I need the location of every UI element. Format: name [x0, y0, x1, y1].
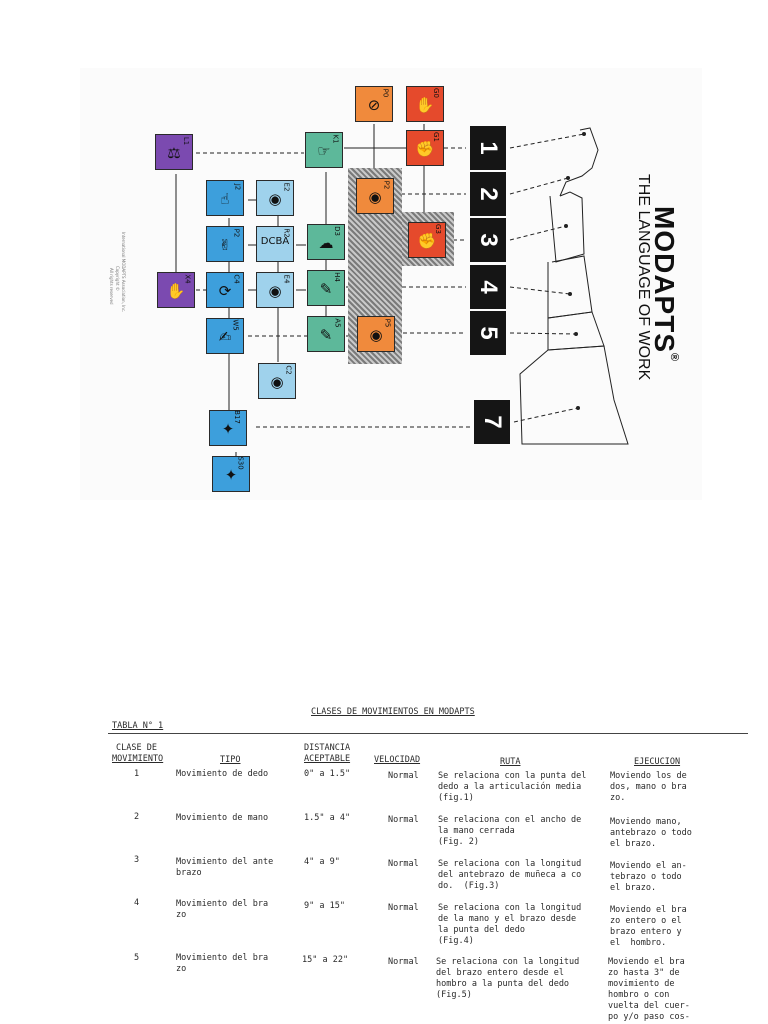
grasp-icon: ✊	[415, 140, 435, 158]
table-cell-ruta: Se relaciona con el ancho de la mano cer…	[438, 815, 582, 847]
table-cell-distancia: 0" a 1.5"	[304, 769, 351, 779]
table-cell-tipo: Movimiento de mano	[176, 813, 269, 823]
table-cell-distancia: 4" a 9"	[304, 857, 340, 867]
tile-W5: W5✍	[206, 318, 244, 354]
grasp-icon: ✊	[417, 232, 437, 250]
col-header-clase-2: MOVIMIENTO	[112, 754, 164, 764]
col-header-clase: CLASE DE	[116, 743, 157, 753]
decide-icon: ☁	[318, 234, 334, 252]
col-header-ejecucion: EJECUCION	[634, 757, 681, 767]
table-cell-tipo: Movimiento del bra zo	[176, 899, 269, 920]
tile-K1: K1☞	[305, 132, 343, 168]
table-cell-ejecucion: Moviendo el an- tebrazo o todo el brazo.	[610, 861, 687, 893]
tile-C4: C4⟳	[206, 272, 244, 308]
table-cell-velocidad: Normal	[388, 859, 419, 869]
tile-P5: P5◉	[357, 316, 395, 352]
tile-X4: X4✋	[157, 272, 195, 308]
table-cell-clase: 2	[134, 812, 140, 822]
table-cell-clase: 3	[134, 855, 140, 865]
col-header-ruta: RUTA	[500, 757, 521, 767]
grasp-icon: ✋	[415, 96, 435, 114]
table-cell-velocidad: Normal	[388, 957, 419, 967]
table-heading: CLASES DE MOVIMIENTOS EN MODAPTS	[311, 707, 475, 717]
tile-G0: G0✋	[406, 86, 444, 122]
table-cell-distancia: 15" a 22"	[302, 955, 349, 965]
tile-E4: E4◉	[256, 272, 294, 308]
tile-H4: H4✎	[307, 270, 345, 306]
weight-icon: ⚖	[167, 144, 181, 162]
table-cell-tipo: Movimiento del ante brazo	[176, 857, 274, 878]
table-cell-ruta: Se relaciona con la punta del dedo a la …	[438, 771, 587, 803]
table-cell-velocidad: Normal	[388, 771, 419, 781]
hand-icon: ✋	[166, 282, 186, 300]
table-cell-ejecucion: Moviendo los de dos, mano o bra zo.	[610, 771, 687, 803]
col-header-distancia: DISTANCIA	[304, 743, 351, 753]
table-cell-ejecucion: Moviendo el bra zo entero o el brazo ent…	[610, 905, 687, 948]
tile-B17: B17✦	[209, 410, 247, 446]
bend-icon: ✦	[221, 420, 235, 438]
table-cell-distancia: 1.5" a 4"	[304, 813, 351, 823]
press-icon: ✎	[319, 326, 333, 344]
table-cell-clase: 5	[134, 953, 140, 963]
crank-icon: ⟳	[218, 282, 232, 300]
tile-L1: L1⚖	[155, 134, 193, 170]
tile-C2: C2◉	[258, 363, 296, 399]
col-header-distancia-2: ACEPTABLE	[304, 754, 351, 764]
table-cell-velocidad: Normal	[388, 815, 419, 825]
eye-icon: ◉	[270, 373, 284, 391]
read-icon: DCBA	[260, 236, 290, 247]
tile-D3: D3☁	[307, 224, 345, 260]
table-cell-ruta: Se relaciona con la longitud de la mano …	[438, 903, 582, 946]
write-icon: ✍	[218, 328, 232, 346]
table-cell-velocidad: Normal	[388, 903, 419, 913]
hand-icon: ✌	[218, 236, 232, 254]
table-cell-tipo: Movimiento de dedo	[176, 769, 269, 779]
press-icon: ✎	[319, 280, 333, 298]
table-cell-ejecucion: Moviendo el bra zo hasta 3" de movimient…	[608, 957, 690, 1022]
divider	[108, 733, 748, 734]
tile-G3: G3✊	[408, 222, 446, 258]
tile-G1: G1✊	[406, 130, 444, 166]
table-cell-ejecucion: Moviendo mano, antebrazo o todo el brazo…	[610, 817, 692, 849]
eye-icon: ◉	[268, 190, 282, 208]
sit-icon: ✦	[224, 466, 238, 484]
table-cell-distancia: 9" a 15"	[304, 901, 345, 911]
table-cell-clase: 1	[134, 769, 140, 779]
hand-icon: ☞	[317, 142, 331, 160]
hand-icon: ☝	[220, 190, 230, 208]
col-header-tipo: TIPO	[220, 755, 241, 765]
eye-icon: ◉	[368, 188, 382, 206]
table-cell-ruta: Se relaciona con la longitud del antebra…	[438, 859, 582, 891]
tile-P0: P0⊘	[355, 86, 393, 122]
table-cell-clase: 4	[134, 898, 140, 908]
tile-E2: E2◉	[256, 180, 294, 216]
table-label: TABLA N° 1	[112, 721, 164, 731]
tile-A5: A5✎	[307, 316, 345, 352]
tile-J2: J2☝	[206, 180, 244, 216]
col-header-velocidad: VELOCIDAD	[374, 755, 421, 765]
table-cell-ruta: Se relaciona con la longitud del brazo e…	[436, 957, 580, 1000]
eye-icon: ◉	[369, 326, 383, 344]
tile-P2: P2✌	[206, 226, 244, 262]
table-cell-tipo: Movimiento del bra zo	[176, 953, 269, 974]
eye-icon: ◉	[268, 282, 282, 300]
tile-P2-orange: P2◉	[356, 178, 394, 214]
tile-S30: S30✦	[212, 456, 250, 492]
no-grasp-icon: ⊘	[367, 96, 381, 114]
